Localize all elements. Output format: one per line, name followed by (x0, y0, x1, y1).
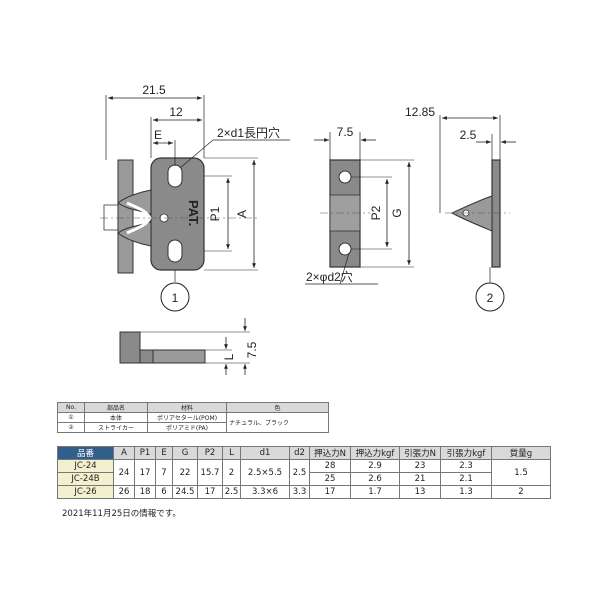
spec-cell: 17 (134, 459, 156, 486)
spec-cell: 2.1 (440, 472, 492, 486)
spec-cell: 2.3 (440, 459, 492, 473)
parts-row: ① 本体 ポリアセタール(POM) ナチュラル、ブラック (57, 412, 329, 433)
spec-header: 引張力kgf (440, 446, 492, 460)
dim-e: E (154, 128, 162, 142)
spec-cell: 24 (113, 459, 135, 486)
spec-cell: 1.3 (440, 485, 492, 499)
spec-cell: 2 (491, 485, 551, 499)
spec-header: 押込力kgf (350, 446, 400, 460)
spec-header: L (222, 446, 241, 460)
pat-mark: PAT. (186, 200, 201, 226)
spec-cell: 7 (155, 459, 173, 486)
spec-cell: 1.7 (350, 485, 400, 499)
striker-tongue (450, 195, 493, 232)
spec-cell: 23 (399, 459, 441, 473)
spec-cell: 17 (197, 485, 223, 499)
striker-upper-hole (338, 170, 352, 184)
spec-header: E (155, 446, 173, 460)
spec-cell: 26 (113, 485, 135, 499)
spec-cell: 15.7 (197, 459, 223, 486)
spec-header: 押込力N (309, 446, 351, 460)
callout-2-label: 2 (487, 291, 494, 305)
spec-table: 品番 A P1 E G P2 L d1 d2 押込力N 押込力kgf 引張力N … (57, 446, 551, 499)
spec-cell: 18 (134, 485, 156, 499)
spec-cell: 13 (399, 485, 441, 499)
spec-row-jc-24b: JC-24B 25 2.6 21 2.1 (57, 472, 551, 486)
dim-a: A (235, 210, 249, 218)
parts-cell: ポリアミド(PA) (147, 422, 227, 433)
spec-row-jc-24: JC-24 24 17 7 22 15.7 2 2.5×5.5 2.5 28 2… (57, 459, 551, 486)
dim-l: L (222, 353, 236, 360)
dim-7-5-width: 7.5 (337, 125, 354, 139)
spec-cell: 2 (222, 459, 241, 486)
mount-bracket (117, 159, 134, 274)
spec-cell: 25 (309, 472, 351, 486)
spec-part-number: JC-26 (57, 485, 114, 499)
spec-cell: 2.5 (222, 485, 241, 499)
spec-cell: 2.5×5.5 (240, 459, 290, 486)
parts-cell: ポリアセタール(POM) (147, 412, 227, 423)
spec-header: A (113, 446, 135, 460)
parts-cell: 本体 (84, 412, 148, 423)
striker-side-view: 12.85 2.5 2 (405, 105, 516, 312)
dim-g: G (390, 208, 404, 217)
catch-body-front-view: PAT. 21.5 12 E 2×d1長円穴 P1 A 1 (100, 83, 290, 312)
spec-header-row: 品番 A P1 E G P2 L d1 d2 押込力N 押込力kgf 引張力N … (57, 446, 551, 460)
spec-header: 品番 (57, 446, 114, 460)
parts-cell: ① (57, 412, 85, 423)
spec-header: P2 (197, 446, 223, 460)
footnote: 2021年11月25日の情報です。 (62, 509, 181, 519)
dim-21-5: 21.5 (142, 83, 166, 97)
parts-header-material: 材料 (147, 402, 227, 413)
catch-body-side-view: 7.5 L (119, 318, 259, 375)
spec-header: d2 (289, 446, 310, 460)
dim-2-5: 2.5 (460, 128, 477, 142)
callout-2 (475, 282, 505, 312)
spec-cell: 17 (309, 485, 351, 499)
dim-p2: P2 (369, 205, 383, 220)
dim-p1: P1 (208, 206, 222, 221)
callout-1-label: 1 (172, 291, 179, 305)
spec-cell: 2.5 (289, 459, 310, 486)
spec-cell: 3.3 (289, 485, 310, 499)
spec-header: d1 (240, 446, 290, 460)
spec-cell: 22 (172, 459, 198, 486)
spec-header: 質量g (491, 446, 551, 460)
spec-cell: 2.6 (350, 472, 400, 486)
spec-header: G (172, 446, 198, 460)
spec-cell: 6 (155, 485, 173, 499)
spec-cell: 1.5 (491, 459, 551, 486)
spec-row-jc-26: JC-26 26 18 6 24.5 17 2.5 3.3×6 3.3 17 1… (57, 485, 551, 499)
dim-d2-hole: 2×φd2穴 (306, 269, 353, 284)
parts-table: No. 部品名 材料 色 ① 本体 ポリアセタール(POM) ナチュラル、ブラッ… (57, 402, 329, 433)
spec-cell: 21 (399, 472, 441, 486)
parts-cell-color: ナチュラル、ブラック (226, 412, 329, 433)
parts-cell: ストライカー (84, 422, 148, 433)
lower-slot (167, 239, 183, 263)
parts-header-name: 部品名 (84, 402, 148, 413)
spec-part-number: JC-24 (57, 459, 114, 473)
spec-header: P1 (134, 446, 156, 460)
spec-cell: 2.9 (350, 459, 400, 473)
dim-d1-slot: 2×d1長円穴 (217, 125, 280, 140)
spec-part-number: JC-24B (57, 472, 114, 486)
spec-cell: 28 (309, 459, 351, 473)
striker-front-view: 7.5 P2 G 2×φd2穴 (305, 125, 414, 285)
spec-header: 引張力N (399, 446, 441, 460)
parts-header-row: No. 部品名 材料 色 (57, 402, 329, 413)
callout-1 (160, 282, 190, 312)
dim-12: 12 (169, 105, 183, 119)
dim-12-85: 12.85 (405, 105, 435, 119)
parts-row: ② ストライカー ポリアミド(PA) (57, 422, 329, 433)
parts-header-color: 色 (226, 402, 329, 413)
spring-clip (117, 189, 152, 247)
spec-cell: 3.3×6 (240, 485, 290, 499)
parts-cell: ② (57, 422, 85, 433)
parts-header-no: No. (57, 402, 85, 413)
dim-7-5-height: 7.5 (245, 341, 259, 358)
spec-cell: 24.5 (172, 485, 198, 499)
upper-slot (167, 164, 183, 188)
